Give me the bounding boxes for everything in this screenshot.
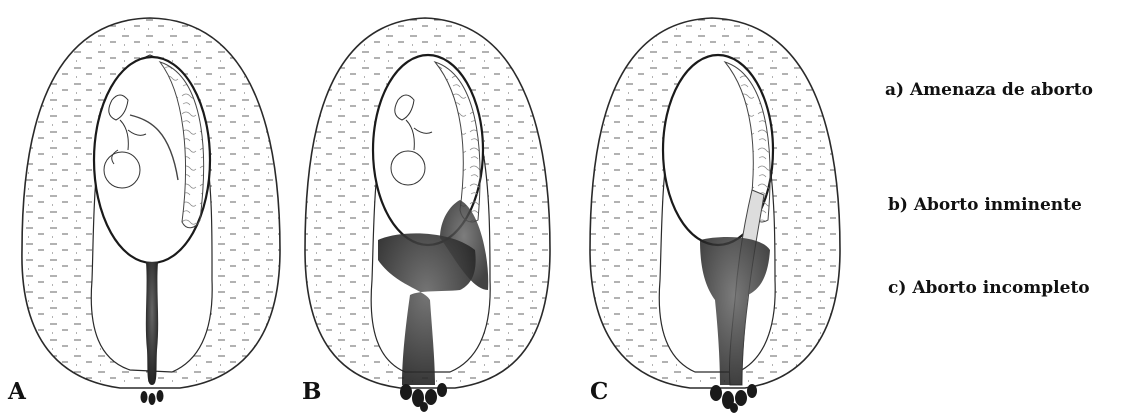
blood-drops: [141, 390, 164, 405]
legend-item-inevitable: b) Aborto inminente: [888, 195, 1082, 215]
cervical-blood: [146, 262, 158, 385]
uterus-panel-a: [22, 18, 280, 405]
panel-label-a: A: [8, 378, 26, 405]
legend-item-threatened: a) Amenaza de aborto: [885, 80, 1093, 100]
uterus-panel-b: [305, 18, 550, 412]
legend-item-incomplete: c) Aborto incompleto: [888, 278, 1090, 298]
uterus-panel-c: [590, 18, 840, 413]
panel-label-b: B: [302, 378, 321, 405]
panel-label-c: C: [590, 378, 608, 405]
